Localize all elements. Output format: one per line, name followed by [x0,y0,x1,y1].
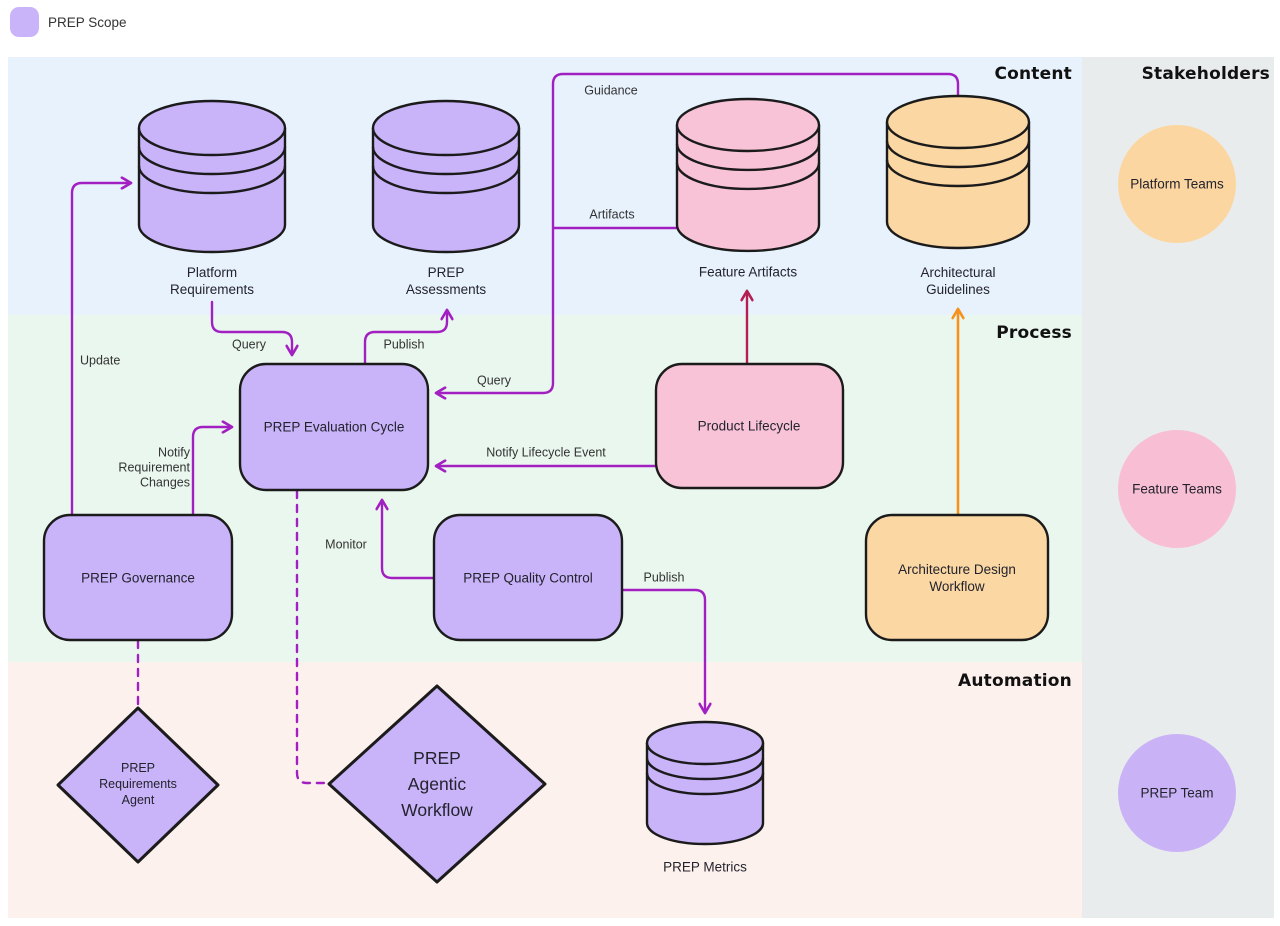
edge-monitor-label: Monitor [325,537,367,552]
architecture-design-workflow-label: Architecture Design Workflow [898,562,1016,594]
prep-team-label: PREP Team [1140,785,1214,801]
edge-guidance-query [437,72,960,393]
prep-assessments-cylinder [371,99,521,254]
content-lane-header: Content [994,64,1072,84]
prep-quality-control-node [432,513,624,642]
feature-artifacts-cylinder [675,97,821,253]
edge-monitor [382,501,436,580]
prep-team-circle [1118,734,1236,852]
prep-requirements-agent-label: PREP Requirements Agent [99,761,177,807]
edge-publish-assessments [363,311,447,365]
edge-cycle-agentic-dashed [295,489,329,785]
prep-requirements-agent-diamond [56,706,220,864]
edge-artifacts-label: Artifacts [589,207,635,222]
prep-agentic-workflow-diamond [327,684,547,884]
platform-requirements-cylinder [137,99,287,254]
platform-teams-label: Platform Teams [1130,176,1224,192]
prep-quality-control-label: PREP Quality Control [463,570,593,586]
prep-scope-label: PREP Scope [48,15,127,30]
automation-lane-header: Automation [958,671,1072,691]
product-lifecycle-node [654,362,845,490]
edge-update [70,183,130,517]
architectural-guidelines-cylinder [885,94,1031,250]
process-lane-header: Process [996,323,1072,343]
edge-query-artifacts-label: Query [476,373,512,388]
stakeholders-lane-header: Stakeholders [1141,64,1270,84]
prep-agentic-workflow-label: PREP Agentic Workflow [401,748,473,820]
platform-teams-circle [1118,125,1236,243]
feature-teams-circle [1118,430,1236,548]
architecture-design-workflow-node [864,513,1050,642]
feature-teams-label: Feature Teams [1132,481,1222,497]
edge-guidance-label: Guidance [584,83,638,98]
prep-evaluation-cycle-node [238,362,430,492]
edge-query-requirements [210,300,292,354]
platform-requirements-label: Platform Requirements [169,265,255,297]
prep-governance-label: PREP Governance [81,570,195,586]
product-lifecycle-label: Product Lifecycle [697,418,801,434]
prep-scope-swatch [10,7,39,37]
prep-metrics-label: PREP Metrics [663,859,747,875]
edge-publish-assessments-label: Publish [383,337,425,352]
edge-notify-lifecycle-label: Notify Lifecycle Event [486,445,606,460]
edge-notify-requirement-changes-label: Notify Requirement Changes [118,445,190,490]
feature-artifacts-label: Feature Artifacts [698,264,798,280]
edge-publish-metrics-label: Publish [643,570,685,585]
edge-query-requirements-label: Query [231,337,267,352]
edge-update-label: Update [80,353,121,368]
prep-metrics-cylinder [645,720,765,846]
prep-governance-node [42,513,234,642]
architectural-guidelines-label: Architectural Guidelines [920,265,996,297]
prep-assessments-label: PREP Assessments [405,265,487,297]
edge-publish-metrics [620,588,705,712]
edge-notify-requirement-changes [191,427,231,517]
prep-evaluation-cycle-label: PREP Evaluation Cycle [263,419,405,435]
